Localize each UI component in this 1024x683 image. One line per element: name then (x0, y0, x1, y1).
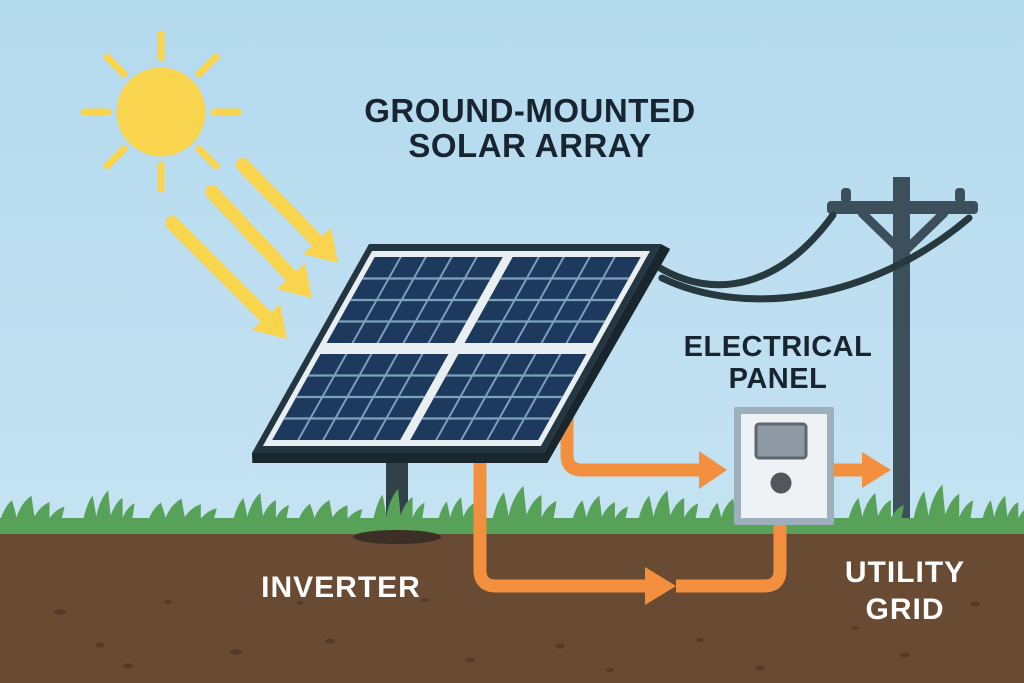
flow-arrowhead (862, 452, 891, 488)
sunlight-arrows (165, 158, 338, 339)
soil-speckle (851, 626, 859, 630)
panel-box-display (754, 422, 808, 460)
sun-icon (80, 30, 242, 193)
electrical-panel-label-line2: PANEL (729, 363, 828, 395)
soil-speckle (606, 668, 614, 672)
power-line (656, 211, 837, 289)
electrical-panel-box (734, 407, 834, 525)
soil-speckle (970, 601, 980, 607)
electrical-panel-label-line1: ELECTRICAL (684, 331, 873, 363)
soil-speckle (230, 649, 242, 655)
post-footing (353, 530, 441, 544)
flow-arrowhead (645, 567, 676, 605)
pole-crossarm (827, 201, 978, 214)
soil-speckle (95, 642, 105, 648)
pole-insulator (841, 188, 851, 203)
flow-line (473, 430, 645, 593)
pole-mast (893, 177, 910, 537)
utility-grid-label-line1: UTILITY (845, 556, 965, 589)
power-line (658, 214, 973, 303)
pole-brace (857, 208, 904, 254)
soil-speckle (421, 598, 429, 602)
soil-speckle (555, 643, 565, 649)
soil-speckles (54, 598, 980, 672)
flow-line (676, 516, 787, 593)
energy-flow-array-to-panel (560, 410, 727, 489)
inverter-label: INVERTER (261, 571, 421, 604)
module-gridlines (421, 374, 575, 420)
sun-ray (103, 145, 128, 170)
sun-ray (195, 145, 220, 170)
utility-grid-label-line2: GRID (866, 593, 945, 626)
sun-ray (195, 53, 220, 78)
energy-flow-panel-to-grid (833, 452, 891, 488)
utility-pole (827, 177, 978, 537)
ground (0, 484, 1024, 683)
soil-speckle (296, 601, 304, 605)
energy-flow-underground (473, 430, 787, 605)
soil-speckle (325, 638, 335, 644)
flow-arrowhead (699, 451, 727, 489)
soil (0, 534, 1024, 683)
sunlight-arrow (165, 216, 287, 339)
sunlight-arrow (205, 185, 312, 298)
soil-speckle (123, 663, 133, 669)
module-gridlines (337, 277, 492, 323)
module-gridlines (283, 374, 437, 420)
soil-speckle (465, 657, 475, 663)
solar-panel-array (251, 244, 671, 463)
pole-insulator (955, 188, 965, 203)
panel-box-knob (770, 472, 792, 494)
pole-brace (902, 208, 949, 254)
soil-speckle (164, 600, 172, 604)
diagram-title-line2: SOLAR ARRAY (408, 127, 651, 164)
sun-disc (116, 67, 206, 157)
sunlight-arrow (236, 158, 338, 263)
sun-ray (103, 53, 128, 78)
module-gridlines (475, 277, 630, 323)
diagram-title-line1: GROUND-MOUNTED (364, 92, 695, 129)
flow-line (560, 410, 699, 477)
soil-speckle (696, 638, 704, 642)
soil-speckle (900, 652, 910, 658)
soil-speckle (755, 665, 765, 671)
soil-speckle (54, 609, 66, 615)
